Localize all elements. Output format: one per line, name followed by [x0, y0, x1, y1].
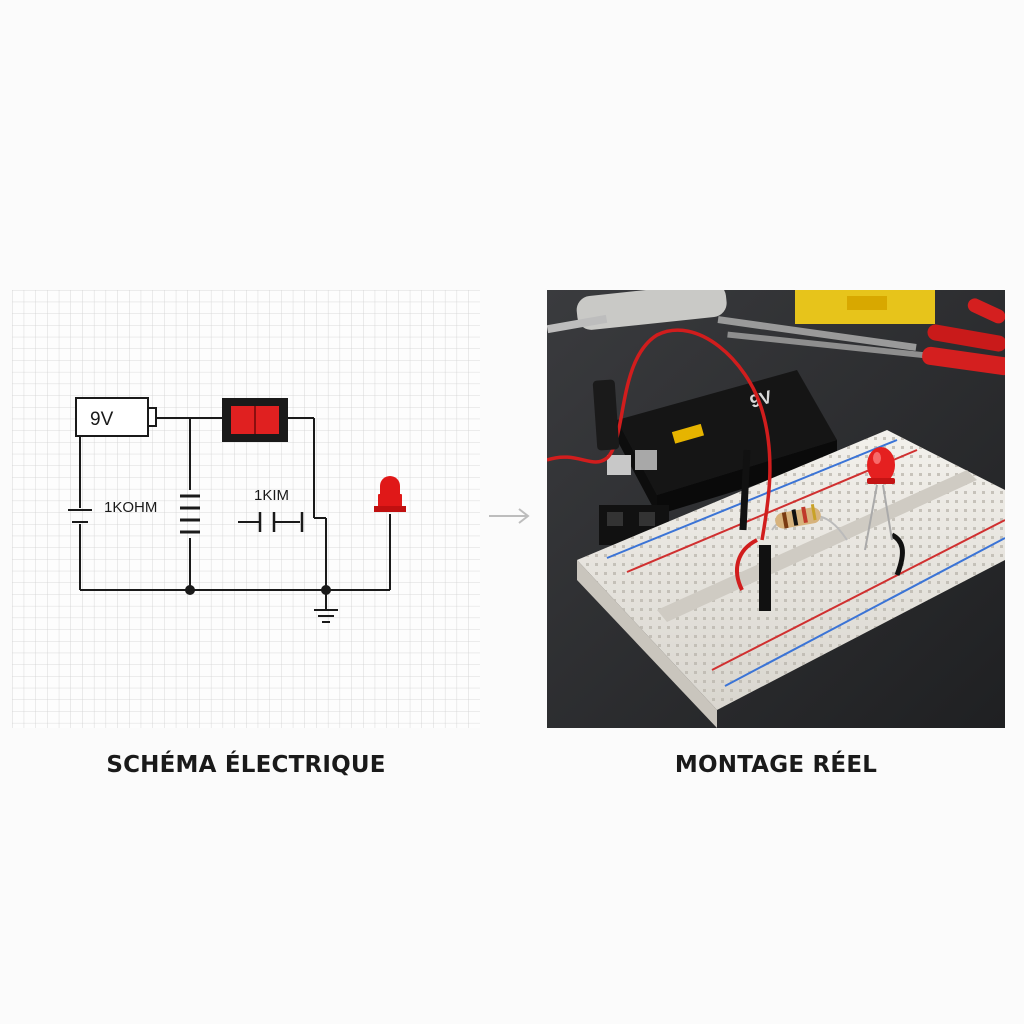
caption-schematic: SCHÉMA ÉLECTRIQUE — [106, 752, 386, 778]
schematic-canvas: 9V 1KOHM 1KIM — [12, 290, 480, 728]
ground-symbol — [314, 609, 338, 623]
black-jumper — [759, 545, 771, 611]
breadboard-illustration: 9V — [547, 290, 1005, 728]
cell-symbol — [68, 509, 92, 523]
red-jumper — [735, 538, 758, 591]
arrow-right-icon — [489, 508, 530, 524]
capacitor-symbol — [258, 512, 304, 532]
battery-label: 9V — [90, 409, 114, 430]
wires — [79, 417, 391, 610]
breadboard — [577, 430, 1005, 728]
schematic-diagram: 9V 1KOHM 1KIM — [12, 290, 480, 728]
breadboard-photo: 9V — [547, 290, 1005, 728]
caption-real-assembly: MONTAGE RÉEL — [674, 752, 878, 778]
junction-dot — [185, 585, 195, 595]
battery-symbol: 9V — [75, 397, 157, 437]
led-lead-wire — [890, 532, 905, 576]
red-wire — [547, 328, 772, 541]
resistor-symbol — [180, 494, 200, 534]
black-wire — [739, 449, 751, 531]
probe-clip — [592, 379, 620, 451]
resistor — [771, 504, 848, 541]
junction-dot — [321, 585, 331, 595]
resistor-label: 1KOHM — [104, 499, 157, 516]
red-led — [864, 447, 895, 551]
background-tools — [547, 290, 1005, 376]
switch-symbol — [222, 398, 288, 442]
led-symbol — [374, 476, 406, 512]
resistor2-label: 1KIM — [254, 487, 289, 504]
